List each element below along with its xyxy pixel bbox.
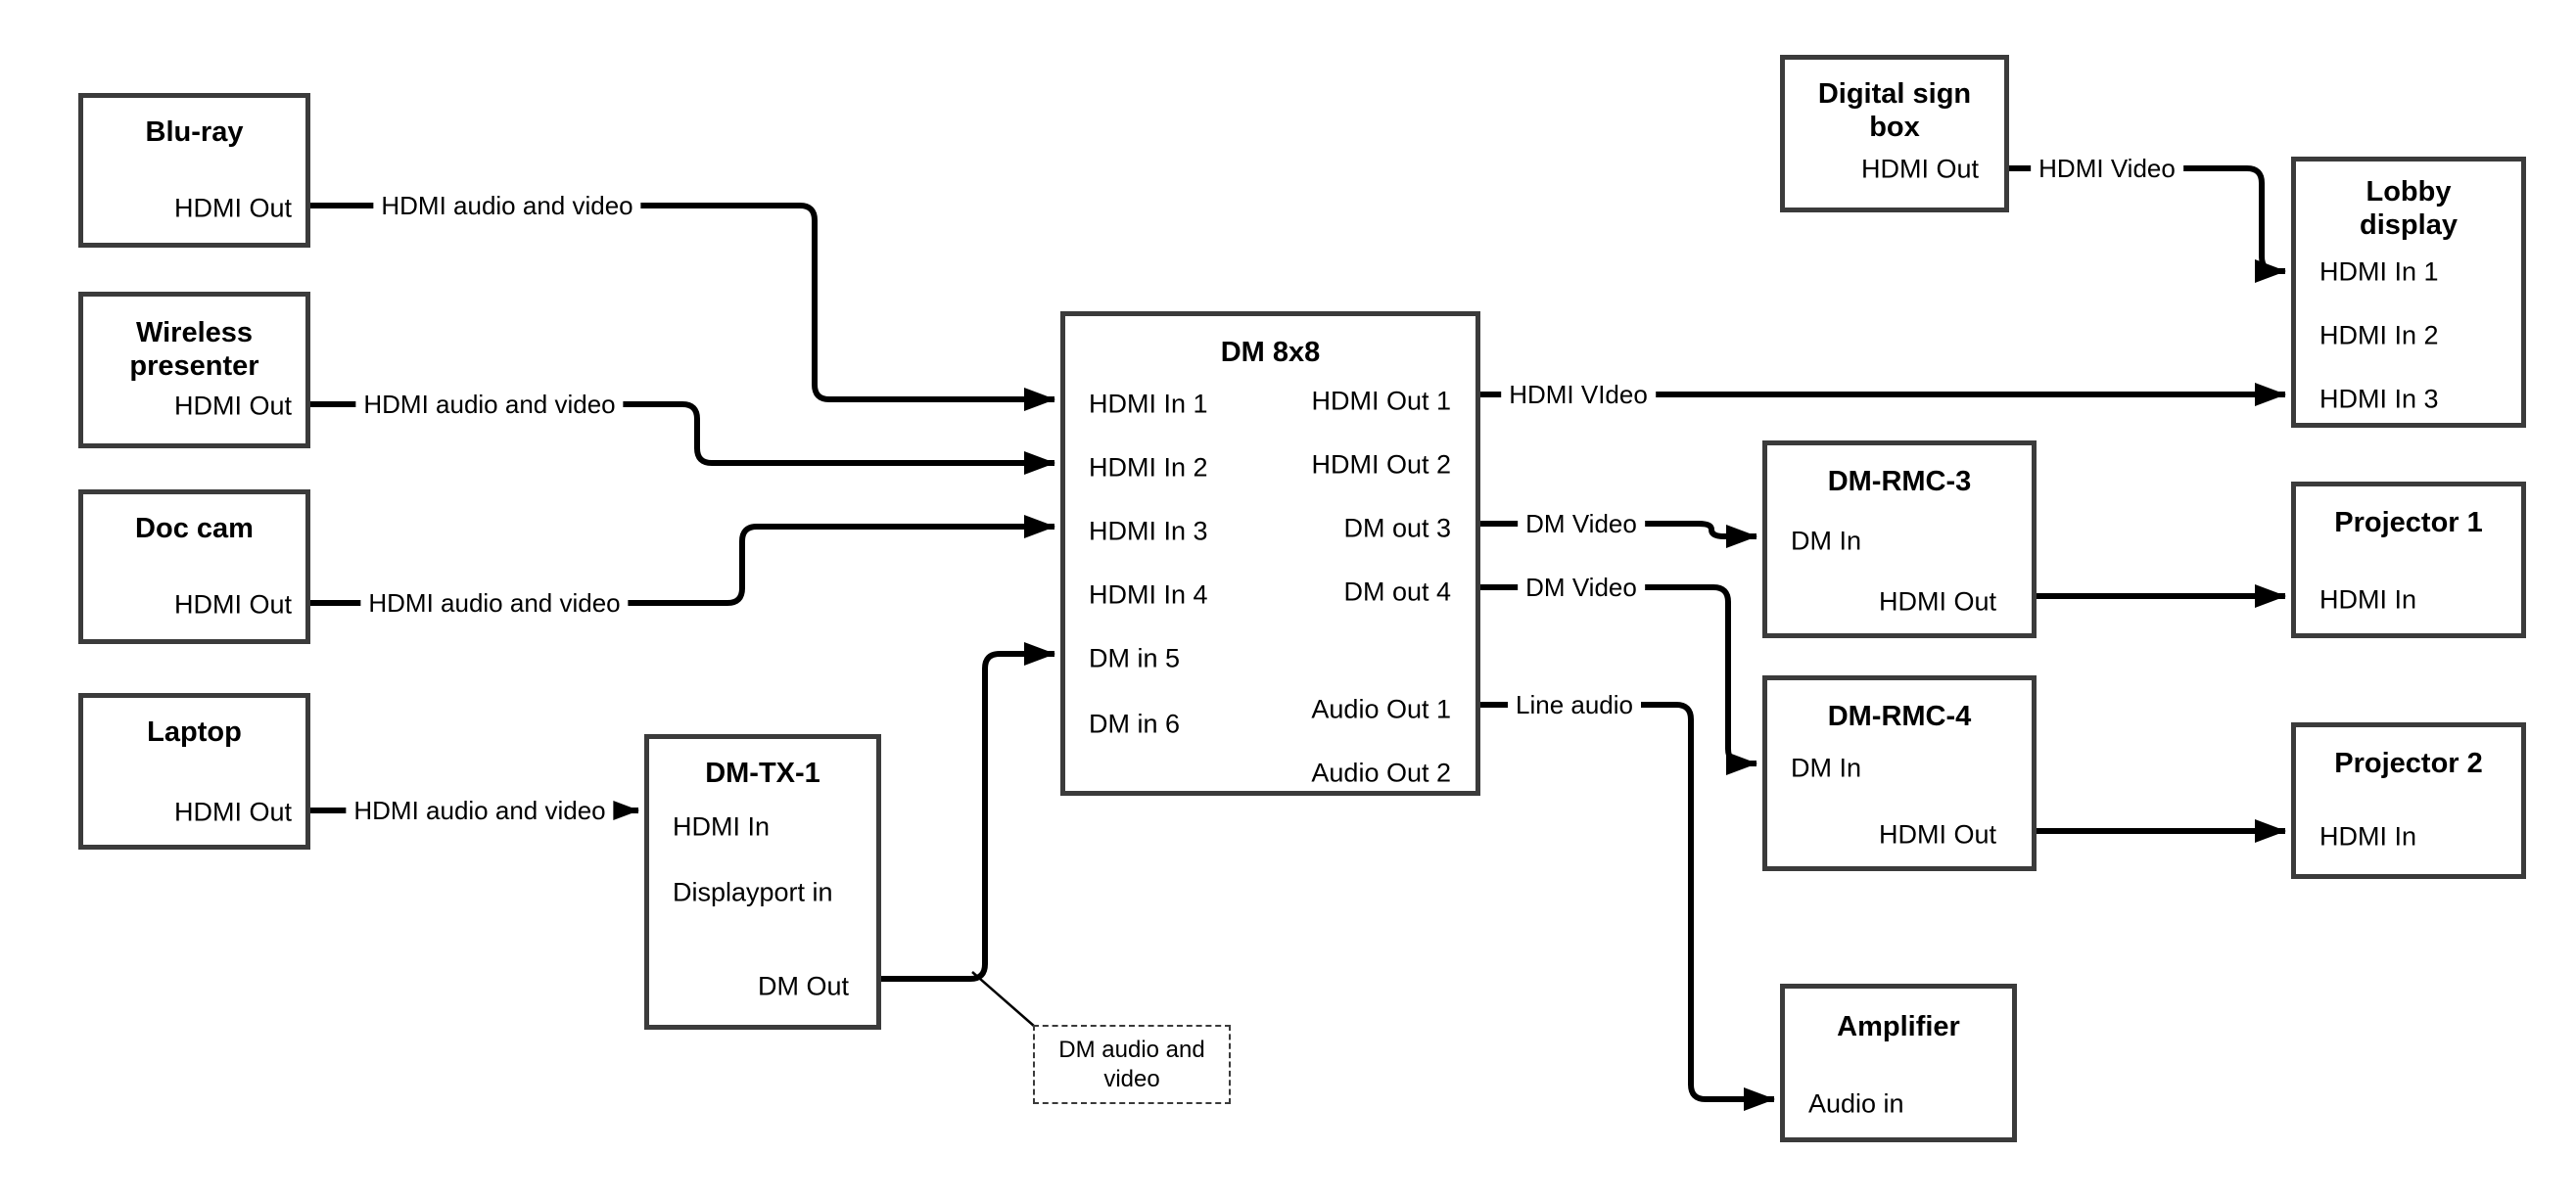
wire-label-hdmi-video-sign: HDMI Video (2031, 154, 2183, 183)
node-lobby-display[interactable]: Lobby display HDMI In 1 HDMI In 2 HDMI I… (2291, 157, 2526, 428)
port-dm8x8-hdmi-in-1: HDMI In 1 (1089, 389, 1208, 419)
node-bluray[interactable]: Blu-ray HDMI Out (78, 93, 310, 248)
wire-dm8x8-audio1-to-amp (1480, 702, 1775, 1111)
wire-bluray-to-dm8x8-in1 (310, 203, 1055, 411)
node-dm-8x8[interactable]: DM 8x8 HDMI In 1 HDMI In 2 HDMI In 3 HDM… (1060, 311, 1480, 796)
node-lobby-title: Lobby display (2360, 176, 2458, 241)
note-leader-line (971, 971, 1036, 1028)
port-dm8x8-dm-in-6: DM in 6 (1089, 709, 1181, 739)
port-dm8x8-hdmi-out-1: HDMI Out 1 (1311, 386, 1451, 416)
node-projector-2[interactable]: Projector 2 HDMI In (2291, 722, 2526, 879)
wire-wireless-to-dm8x8-in2 (310, 401, 1055, 475)
node-dmrmc3-title: DM-RMC-3 (1827, 466, 1972, 497)
port-dm8x8-audio-out-2: Audio Out 2 (1311, 758, 1451, 788)
node-proj2-title: Projector 2 (2334, 748, 2483, 779)
port-dmtx1-hdmi-in: HDMI In (673, 811, 771, 842)
wire-label-dm-video-out4: DM Video (1518, 573, 1645, 602)
port-dm8x8-audio-out-1: Audio Out 1 (1311, 694, 1451, 724)
wire-dm8x8-out3-to-rmc3 (1480, 521, 1757, 548)
port-lobby-hdmi-in-1: HDMI In 1 (2319, 256, 2439, 287)
wire-dmtx1-to-dm8x8-in5 (881, 642, 1055, 982)
wire-label-bluray: HDMI audio and video (373, 191, 641, 220)
port-dmrmc3-hdmi-out: HDMI Out (1878, 586, 1996, 617)
port-dm8x8-hdmi-in-2: HDMI In 2 (1089, 452, 1208, 483)
wire-label-line-audio: Line audio (1508, 690, 1641, 719)
node-proj1-title: Projector 1 (2334, 507, 2483, 538)
node-wireless-presenter[interactable]: Wireless presenter HDMI Out (78, 292, 310, 448)
wire-label-wireless: HDMI audio and video (355, 390, 624, 419)
port-dm8x8-dm-out-3: DM out 3 (1343, 513, 1451, 543)
port-dmtx1-displayport-in: Displayport in (673, 877, 833, 907)
port-dmrmc3-dm-in: DM In (1791, 526, 1862, 556)
wire-digitalsign-to-lobby-in1 (2009, 165, 2286, 283)
node-doc-cam[interactable]: Doc cam HDMI Out (78, 489, 310, 644)
port-lobby-hdmi-in-3: HDMI In 3 (2319, 384, 2439, 414)
port-proj1-hdmi-in: HDMI In (2319, 584, 2417, 615)
port-dmtx1-dm-out: DM Out (757, 971, 849, 1001)
node-dm8x8-title: DM 8x8 (1220, 337, 1321, 368)
node-dm-tx-1[interactable]: DM-TX-1 HDMI In Displayport in DM Out (644, 734, 881, 1030)
port-dm8x8-dm-out-4: DM out 4 (1343, 577, 1451, 607)
node-dm-rmc-3[interactable]: DM-RMC-3 DM In HDMI Out (1762, 440, 2037, 638)
port-digitalsign-hdmi-out: HDMI Out (1860, 154, 1979, 184)
port-dmrmc4-dm-in: DM In (1791, 753, 1862, 783)
port-dmrmc4-hdmi-out: HDMI Out (1878, 819, 1996, 850)
wire-label-hdmi-video-out1: HDMI VIdeo (1501, 380, 1656, 409)
node-laptop-title: Laptop (147, 716, 242, 748)
node-digital-sign-box[interactable]: Digital sign box HDMI Out (1780, 55, 2009, 212)
wire-label-dm-video-out3: DM Video (1518, 509, 1645, 538)
port-amp-audio-in: Audio in (1808, 1088, 1904, 1119)
port-dm8x8-hdmi-out-2: HDMI Out 2 (1311, 449, 1451, 480)
node-doccam-title: Doc cam (135, 513, 254, 544)
note-dm-audio-and-video[interactable]: DM audio and video (1033, 1025, 1231, 1104)
port-doccam-hdmi-out: HDMI Out (173, 589, 292, 620)
node-projector-1[interactable]: Projector 1 HDMI In (2291, 482, 2526, 638)
port-bluray-hdmi-out: HDMI Out (173, 193, 292, 223)
node-dmtx1-title: DM-TX-1 (705, 758, 820, 789)
wire-label-doccam: HDMI audio and video (360, 588, 629, 618)
port-dm8x8-dm-in-5: DM in 5 (1089, 643, 1181, 673)
wire-dm8x8-out4-to-rmc4 (1480, 584, 1757, 775)
node-laptop[interactable]: Laptop HDMI Out (78, 693, 310, 850)
port-proj2-hdmi-in: HDMI In (2319, 821, 2417, 852)
node-bluray-title: Blu-ray (145, 116, 244, 148)
node-dm-rmc-4[interactable]: DM-RMC-4 DM In HDMI Out (1762, 675, 2037, 871)
node-amp-title: Amplifier (1837, 1011, 1960, 1042)
node-wireless-title: Wireless presenter (129, 317, 259, 382)
node-dmrmc4-title: DM-RMC-4 (1827, 701, 1972, 732)
port-wireless-hdmi-out: HDMI Out (173, 391, 292, 421)
port-dm8x8-hdmi-in-3: HDMI In 3 (1089, 516, 1208, 546)
node-digitalsign-title: Digital sign box (1817, 78, 1972, 143)
node-amplifier[interactable]: Amplifier Audio in (1780, 984, 2017, 1142)
wire-label-laptop: HDMI audio and video (346, 796, 614, 825)
port-laptop-hdmi-out: HDMI Out (173, 797, 292, 827)
port-dm8x8-hdmi-in-4: HDMI In 4 (1089, 579, 1208, 610)
port-lobby-hdmi-in-2: HDMI In 2 (2319, 320, 2439, 350)
wire-doccam-to-dm8x8-in3 (310, 515, 1055, 606)
